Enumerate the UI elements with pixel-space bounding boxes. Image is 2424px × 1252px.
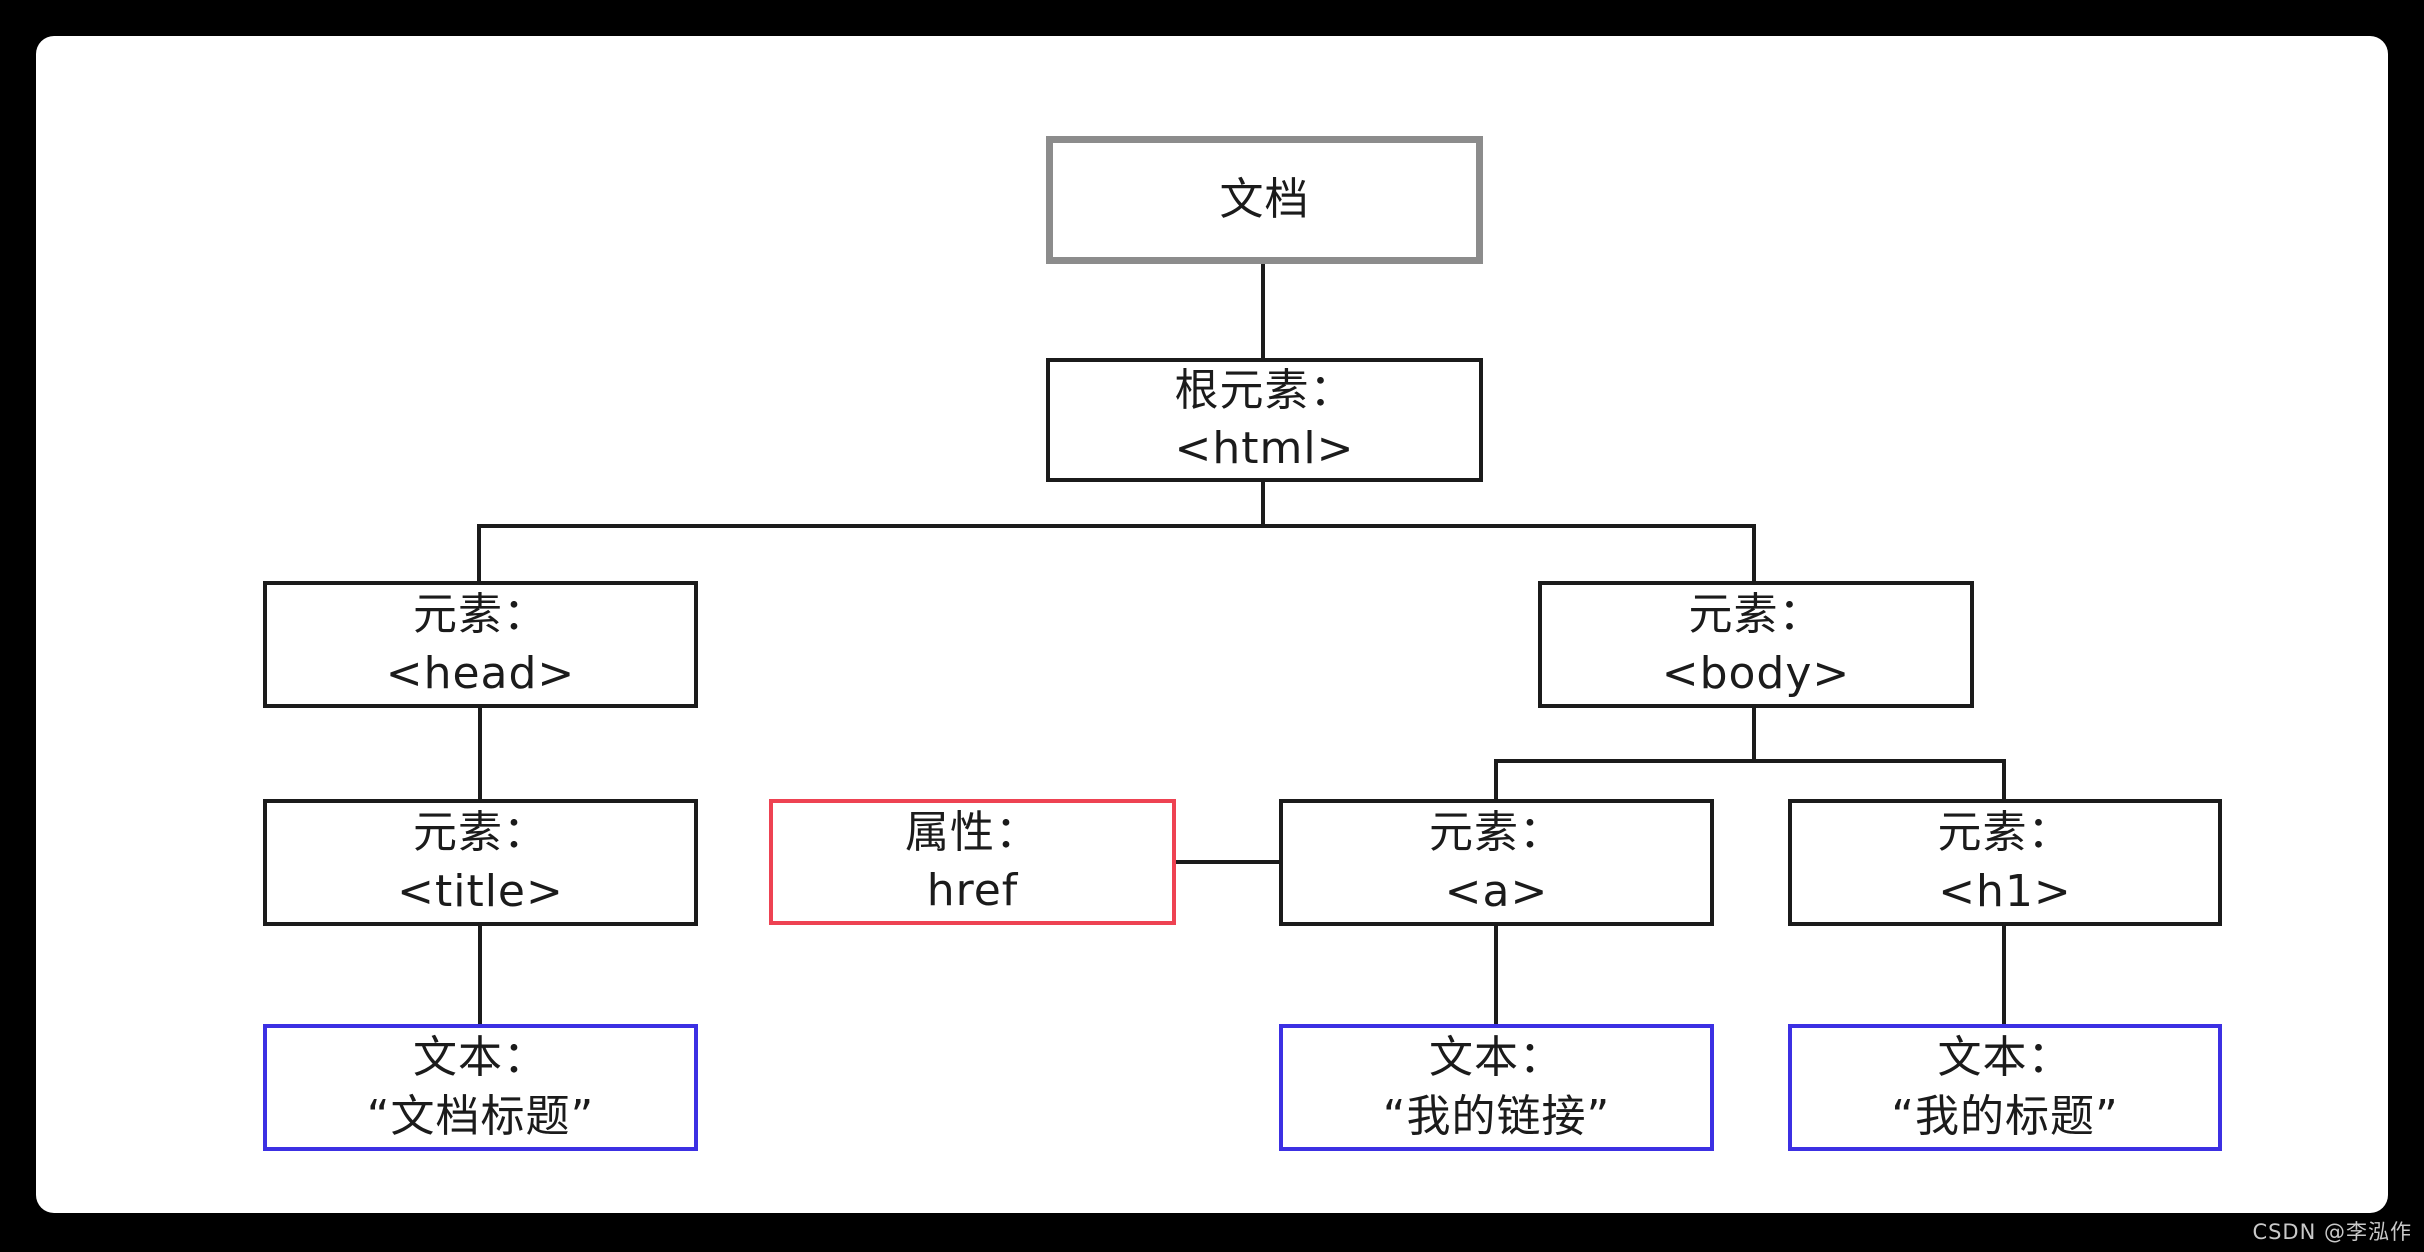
connector-a-text: [1494, 925, 1498, 1026]
node-text-link-label: 文本：: [1429, 1032, 1564, 1084]
connector-attribute-a: [1174, 860, 1281, 864]
node-text-document-title: 文本： “文档标题”: [263, 1024, 698, 1151]
csdn-watermark: CSDN @李泓作: [2252, 1220, 2412, 1244]
node-head-label: 元素：: [413, 589, 548, 641]
connector-to-a: [1494, 759, 1498, 801]
node-title-label: 元素：: [413, 807, 548, 859]
node-body-tag: <body>: [1661, 647, 1851, 699]
node-element-body: 元素： <body>: [1538, 581, 1974, 708]
node-element-title: 元素： <title>: [263, 799, 698, 926]
connector-to-body: [1752, 524, 1756, 583]
connector-html-down: [1261, 482, 1265, 528]
node-text-title-value: “文档标题”: [366, 1090, 595, 1142]
connector-title-text: [478, 925, 482, 1026]
node-text-my-heading: 文本： “我的标题”: [1788, 1024, 2222, 1151]
node-h1-tag: <h1>: [1938, 865, 2072, 917]
node-a-tag: <a>: [1444, 865, 1549, 917]
node-html-label: 根元素：: [1174, 364, 1355, 416]
node-attr-value: href: [926, 865, 1019, 916]
node-root-element-html: 根元素： <html>: [1046, 358, 1483, 482]
node-text-heading-value: “我的标题”: [1891, 1090, 2119, 1142]
node-element-a: 元素： <a>: [1279, 799, 1714, 926]
connector-body-children-split: [1494, 759, 2006, 763]
node-text-title-label: 文本：: [413, 1032, 548, 1084]
node-document: 文档: [1046, 136, 1483, 264]
node-text-heading-label: 文本：: [1937, 1032, 2073, 1084]
node-document-label: 文档: [1219, 173, 1310, 225]
node-element-head: 元素： <head>: [263, 581, 698, 708]
connector-body-down: [1752, 708, 1756, 763]
node-html-tag: <html>: [1174, 423, 1355, 474]
node-title-tag: <title>: [397, 865, 564, 917]
connector-h1-text: [2002, 925, 2006, 1026]
connector-document-html: [1261, 264, 1265, 360]
node-text-link-value: “我的链接”: [1382, 1090, 1611, 1142]
connector-to-h1: [2002, 759, 2006, 801]
node-attribute-href: 属性： href: [769, 799, 1176, 925]
node-text-my-link: 文本： “我的链接”: [1279, 1024, 1714, 1151]
node-h1-label: 元素：: [1937, 807, 2073, 859]
connector-head-title: [478, 708, 482, 801]
connector-to-head: [477, 524, 481, 583]
diagram-panel: 文档 根元素： <html> 元素： <head> 元素： <body> 属性：…: [36, 36, 2388, 1213]
node-a-label: 元素：: [1429, 807, 1564, 859]
node-body-label: 元素：: [1688, 589, 1824, 641]
node-element-h1: 元素： <h1>: [1788, 799, 2222, 926]
node-head-tag: <head>: [385, 647, 576, 699]
node-attr-label: 属性：: [905, 806, 1040, 858]
connector-html-children-split: [477, 524, 1756, 528]
